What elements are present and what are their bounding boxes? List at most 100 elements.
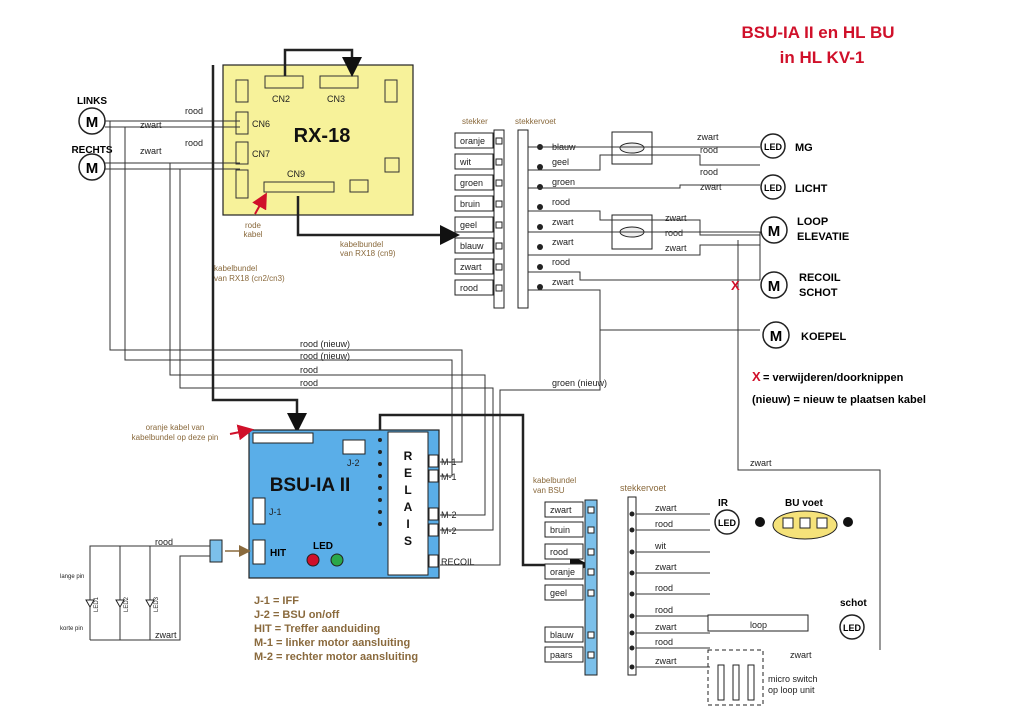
stekker-pin-label: geel [460, 220, 477, 230]
ir-led-label: LED [718, 518, 737, 528]
bsu-bundle-pin-label: bruin [550, 525, 570, 535]
bu-voet-label: BU voet [785, 498, 823, 509]
stekkervoet-pin-label: rood [552, 197, 570, 207]
stekkervoet-pin-label: zwart [552, 237, 574, 247]
licht-wire-zwart: zwart [700, 182, 722, 192]
schot-label: SCHOT [799, 287, 838, 299]
stekker-pin-label: bruin [460, 199, 480, 209]
stekkervoet-pin [537, 164, 543, 170]
kabelbundel-cn9-label-2: van RX18 (cn9) [340, 249, 396, 258]
stekkervoet2-wire-label: rood [655, 637, 673, 647]
hit-led-label: LED2 [124, 596, 130, 612]
stekker-pin-label: oranje [460, 136, 485, 146]
stekker-pin [495, 263, 503, 271]
j1-label: J-1 [269, 507, 282, 517]
stekker-pin-box [454, 279, 494, 296]
mg-led-label: LED [764, 142, 783, 152]
stekkervoet-pin [537, 264, 543, 270]
bsu-bundle-pin [587, 548, 595, 556]
schot-led-label: LED [843, 623, 862, 633]
stekkervoet2-pin [629, 549, 635, 555]
cut-mark: X [731, 278, 740, 293]
licht-label: LICHT [795, 183, 828, 195]
cn3-label: CN3 [327, 94, 345, 104]
stekker-pin-box [454, 174, 494, 191]
wire-label-rood-nieuw-1: rood (nieuw) [300, 339, 350, 349]
kabelbundel-cn2-label-2: van RX18 (cn2/cn3) [214, 274, 285, 283]
wire-label-rood-4: rood [300, 378, 318, 388]
licht-wire-rood: rood [700, 167, 718, 177]
stekkervoet2-wire-label: zwart [655, 503, 677, 513]
bsu-bundle-pin-label: geel [550, 588, 567, 598]
stekker-pin-box [454, 195, 494, 212]
kabelbundel-bsu-label: kabelbundel [533, 476, 576, 485]
stekker-pin-label: blauw [460, 241, 484, 251]
stekker-pin [495, 200, 503, 208]
mg-label: MG [795, 142, 813, 154]
stekkervoet-pin-label: zwart [552, 217, 574, 227]
koepel-motor-symbol: M [770, 328, 783, 345]
bsu-green-led-icon [330, 553, 344, 567]
wire-label-rood-3: rood [300, 365, 318, 375]
rx18-board [222, 64, 414, 216]
cn2-label: CN2 [272, 94, 290, 104]
koepel-motor-icon [762, 321, 790, 349]
bu-voet-hole-left [755, 517, 765, 527]
stekkervoet2-wire-label: zwart [655, 656, 677, 666]
stekkervoet2-pin [629, 570, 635, 576]
bu-voet-hole-right [843, 517, 853, 527]
m1-label-b: M-1 [441, 472, 457, 482]
schot-label: schot [840, 598, 867, 609]
bsu-bundle-pin-box [544, 543, 584, 560]
loop-wire-zwart: zwart [665, 213, 687, 223]
stekkervoet2-wire-label: rood [655, 605, 673, 615]
bsu-bundle-pin [587, 631, 595, 639]
bsu-bundle-pin [587, 568, 595, 576]
micro-switch-label: micro switch [768, 674, 818, 684]
stekkervoet-title: stekkervoet [515, 117, 557, 126]
stekkervoet-pin [537, 284, 543, 290]
koepel-label: KOEPEL [801, 331, 847, 343]
ir-label: IR [718, 498, 729, 509]
hit-led-icon [85, 599, 95, 609]
m2-label-a: M-2 [441, 510, 457, 520]
stekker-pin-box [454, 216, 494, 233]
cn7-label: CN7 [252, 149, 270, 159]
stekkervoet2-pin [629, 527, 635, 533]
legend-x-mark: X [752, 369, 761, 384]
wire-label-zwart-2: zwart [140, 146, 162, 156]
rechts-motor-icon [78, 153, 106, 181]
oranje-note: oranje kabel van [146, 423, 205, 432]
jumper-legend-line: M-1 = linker motor aansluiting [254, 637, 410, 649]
oranje-note-2: kabelbundel op deze pin [132, 433, 219, 442]
rode-kabel-label-2: kabel [243, 230, 262, 239]
title-line2: in HL KV-1 [780, 48, 865, 67]
stekkervoet-pin [537, 244, 543, 250]
stekker-pin [495, 221, 503, 229]
m2-label-b: M-2 [441, 526, 457, 536]
korte-pin-label: korte pin [60, 626, 83, 632]
stekkervoet2-pin [629, 645, 635, 651]
bsu-bundle-pin [587, 526, 595, 534]
wire-label-rood-nieuw-2: rood (nieuw) [300, 351, 350, 361]
rx18-name: RX-18 [294, 125, 351, 147]
bsu-led-label: LED [313, 541, 333, 552]
links-label: LINKS [77, 96, 107, 107]
stekker-pin [495, 242, 503, 250]
hit-led-label: LED1 [94, 596, 100, 612]
loop-label: LOOP [797, 216, 828, 228]
stekker-pin-label: wit [459, 157, 471, 167]
jumper-legend-line: HIT = Treffer aanduiding [254, 623, 380, 635]
micro-switch-box [707, 649, 764, 706]
licht-led-label: LED [764, 183, 783, 193]
j1-jumper [252, 497, 266, 525]
mg-wire-rood: rood [700, 145, 718, 155]
stekkervoet-pin-label: rood [552, 257, 570, 267]
loop-component [707, 614, 809, 632]
stekker-pin-box [454, 258, 494, 275]
lange-pin-label: lange pin [60, 574, 84, 580]
stekker-pin [495, 137, 503, 145]
stekker-pin-label: groen [460, 178, 483, 188]
recoil-label: RECOIL [799, 272, 841, 284]
jumper-legend-line: J-1 = IFF [254, 595, 299, 607]
